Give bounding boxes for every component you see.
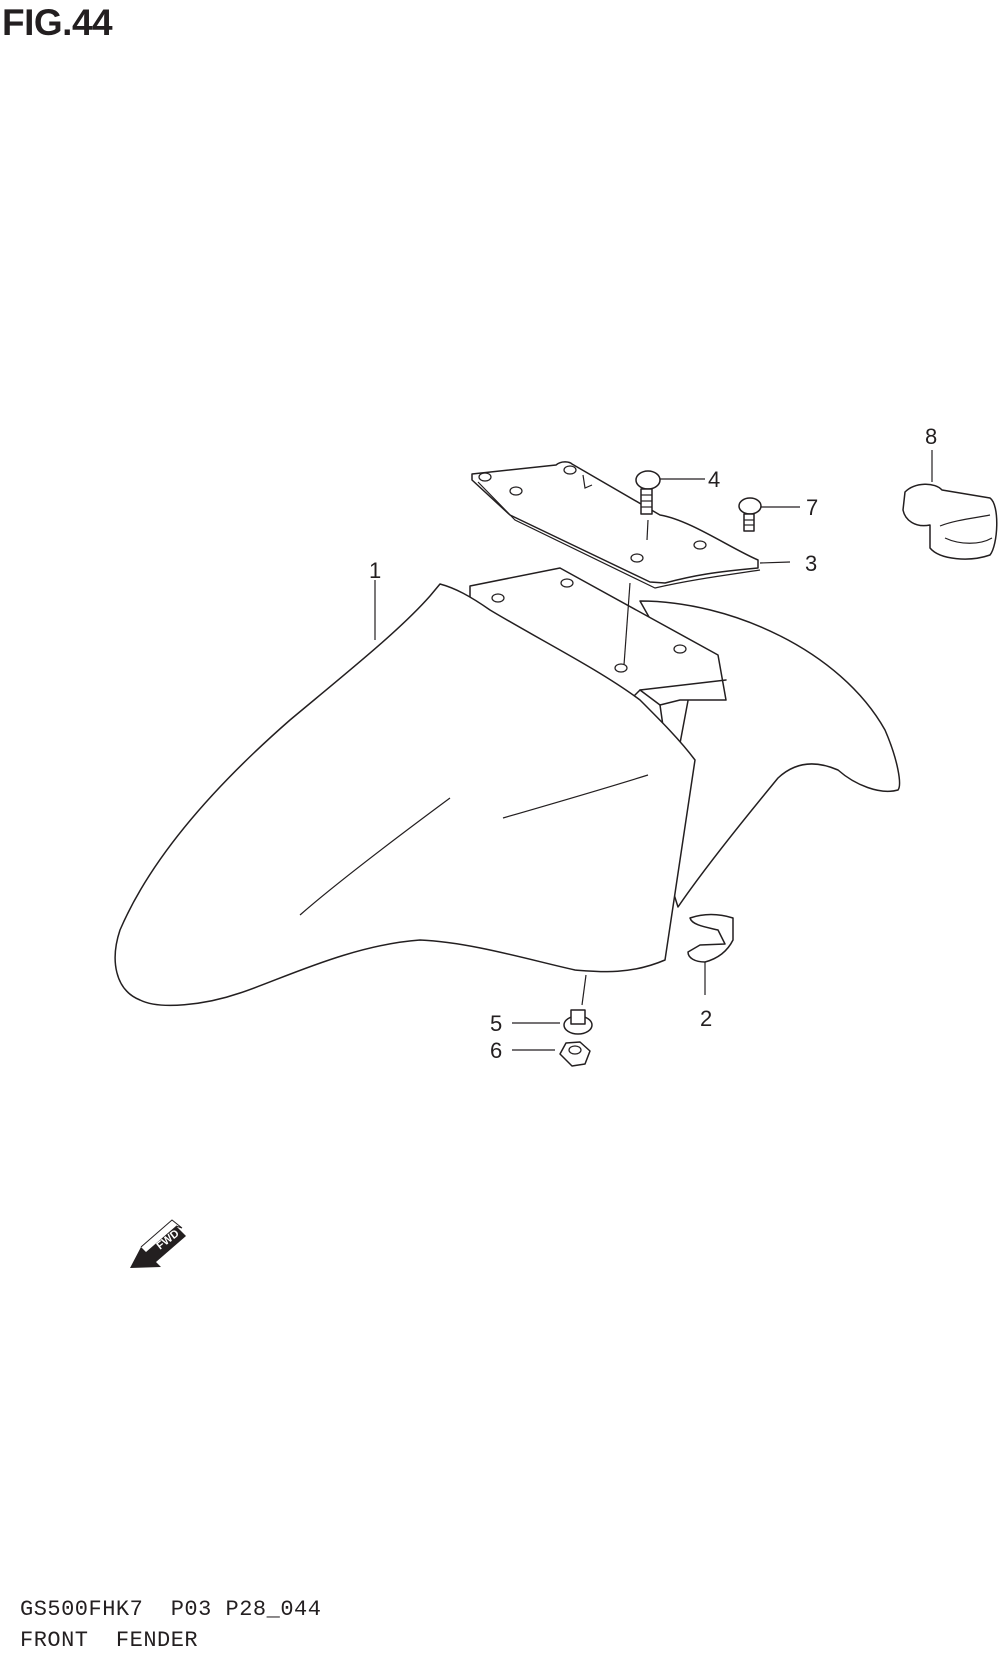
- callout-5: 5: [490, 1011, 502, 1036]
- screw-part-7: [738, 497, 800, 532]
- callout-2: 2: [700, 1006, 712, 1031]
- figure-title: FIG.44: [2, 2, 113, 43]
- front-fender-part: [114, 567, 901, 1007]
- callout-6: 6: [490, 1038, 502, 1063]
- clamp-part-2: [687, 913, 734, 995]
- cable-guide-part-8: [902, 450, 998, 560]
- callout-7: 7: [806, 495, 818, 520]
- callout-4: 4: [708, 467, 720, 492]
- nut-part-6: [512, 1041, 591, 1067]
- forward-direction-arrow: FWD: [130, 1219, 186, 1268]
- fender-brace-part: [471, 461, 791, 589]
- callout-8: 8: [925, 424, 937, 449]
- callout-1: 1: [369, 558, 381, 583]
- screw-part-4: [623, 470, 705, 666]
- collar-part-5: [512, 974, 593, 1035]
- callout-3: 3: [805, 551, 817, 576]
- section-name: FRONT FENDER: [20, 1628, 199, 1653]
- model-code: GS500FHK7 P03 P28_044: [20, 1597, 322, 1622]
